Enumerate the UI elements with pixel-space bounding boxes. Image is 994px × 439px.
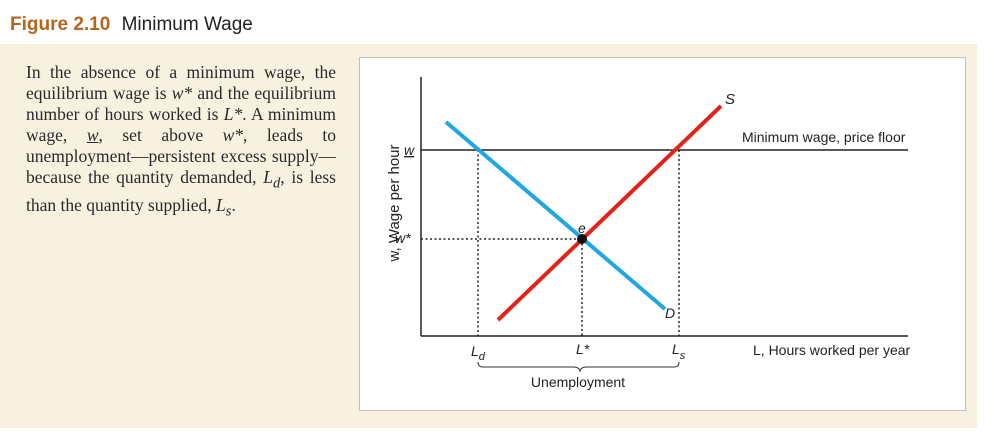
- figure-caption: In the absence of a minimum wage, the eq…: [26, 62, 336, 222]
- caption-ld: L: [263, 167, 273, 187]
- demand-label: D: [665, 305, 675, 321]
- demand-curve: [444, 120, 667, 311]
- supply-label: S: [725, 91, 735, 108]
- caption-wstar: w*: [171, 83, 193, 103]
- y-tick-w: w: [404, 142, 415, 158]
- caption-text: . A minimum wage,: [26, 104, 336, 145]
- equilibrium-point: [577, 234, 587, 244]
- supply-curve: [496, 104, 723, 322]
- caption-ld-sub: d: [272, 175, 281, 192]
- caption-text: In the absence of a minimum wage, the eq…: [26, 62, 336, 103]
- equilibrium-label: e: [578, 220, 586, 236]
- unemployment-label: Unemployment: [531, 374, 625, 390]
- figure-title-text: Minimum Wage: [121, 14, 253, 35]
- x-axis-label: L, Hours worked per year: [753, 342, 911, 358]
- x-tick-lstar: L*: [576, 341, 590, 357]
- caption-wmin: w: [86, 125, 99, 145]
- caption-ls: L: [216, 194, 226, 215]
- unemployment-brace: [477, 361, 680, 373]
- caption-text: and the equilibrium number of hours work…: [26, 83, 336, 124]
- caption-text: .: [231, 194, 236, 215]
- x-tick-ld: Ld: [471, 343, 486, 363]
- chart-box: [359, 57, 966, 411]
- caption-ls-sub: s: [225, 203, 232, 219]
- caption-text: , is less than the quantity supplied,: [26, 167, 336, 215]
- price-floor-label: Minimum wage, price floor: [742, 129, 906, 145]
- caption-lstar: L*: [223, 104, 243, 124]
- figure-number: Figure 2.10: [10, 14, 111, 35]
- caption-text: , leads to unemployment—persistent exces…: [26, 125, 336, 187]
- y-tick-wstar: w*: [395, 230, 411, 246]
- figure-title: Figure 2.10 Minimum Wage: [10, 14, 253, 36]
- x-tick-ls: Ls: [672, 341, 686, 362]
- caption-wstar: w*: [222, 125, 244, 145]
- caption-text: , set above: [98, 125, 223, 145]
- y-axis-label: w, Wage per hour: [386, 144, 403, 262]
